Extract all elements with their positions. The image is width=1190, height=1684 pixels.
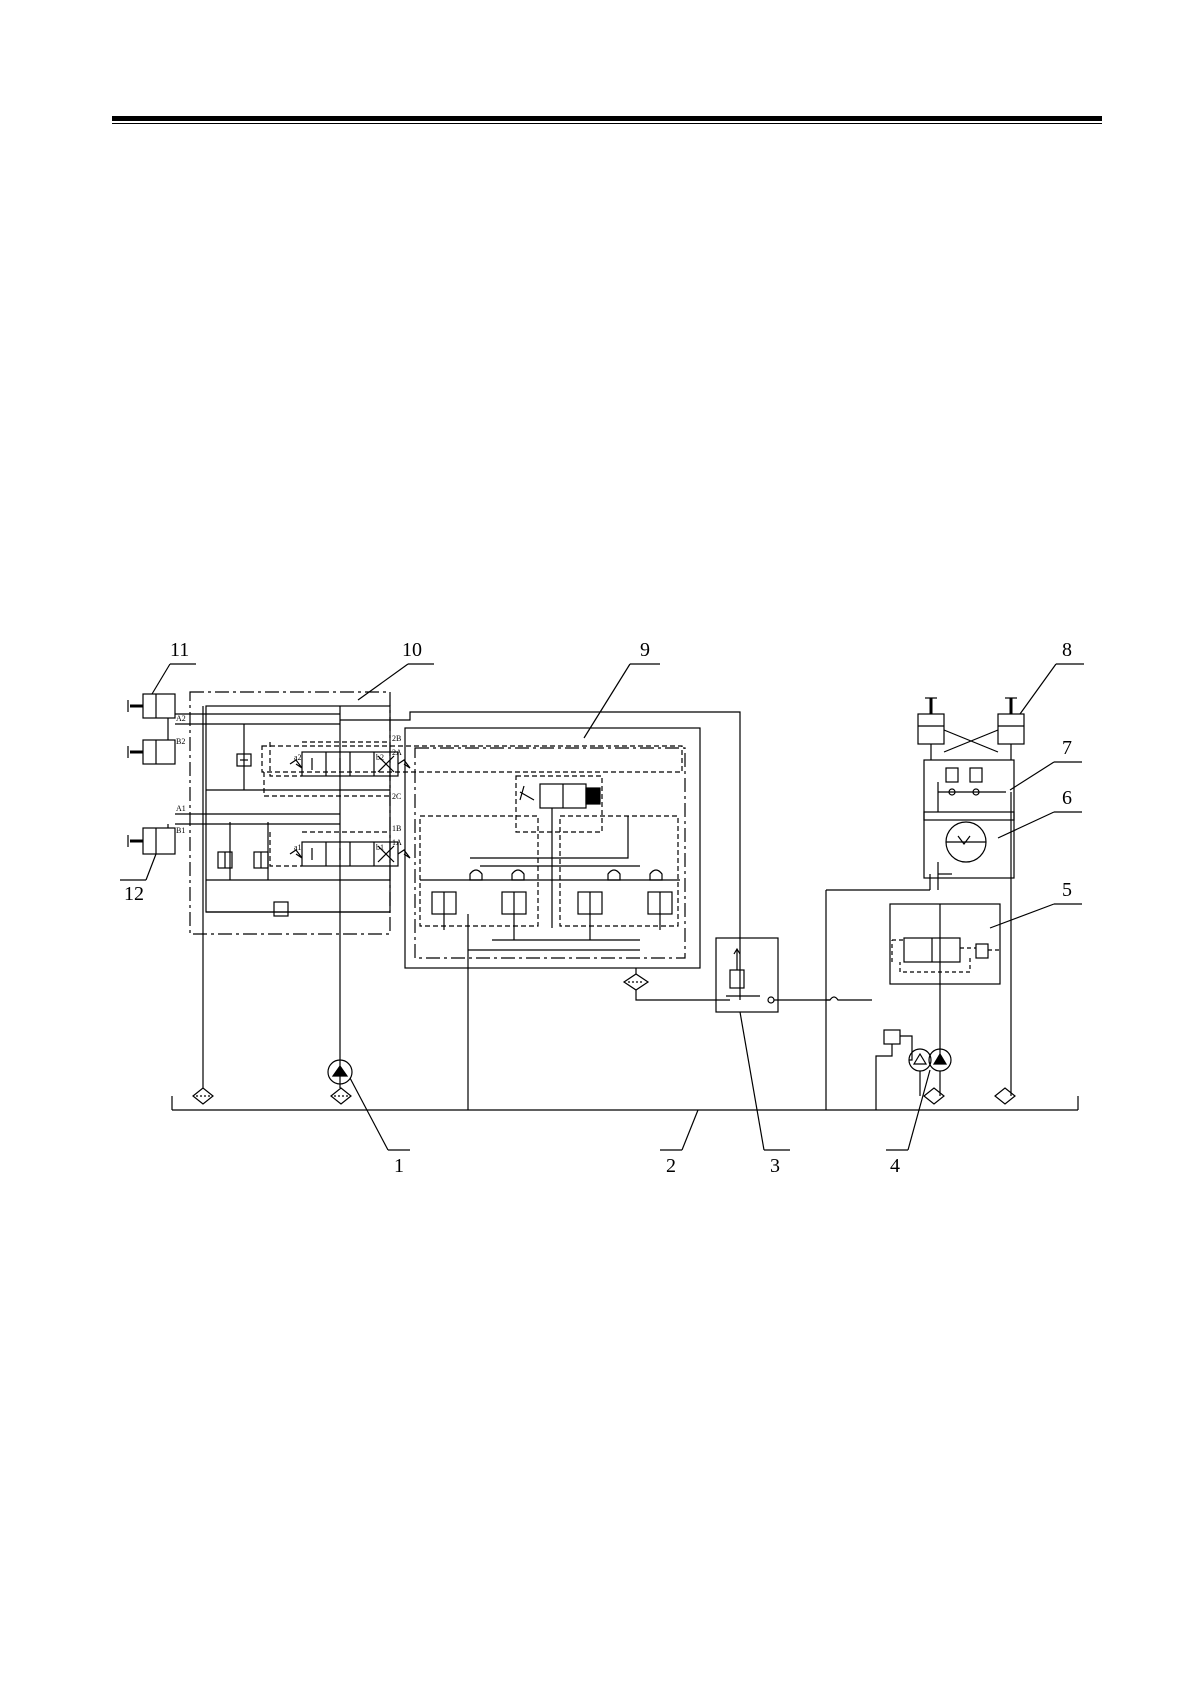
tank-filter: [193, 1088, 213, 1104]
port-b1: B1: [176, 826, 185, 835]
callout-5: 5: [1062, 879, 1072, 901]
cylinder-11-upper: [128, 694, 175, 718]
callout-12: 12: [124, 883, 144, 905]
multiway-valve-block-10: [190, 692, 410, 1060]
callout-11: 11: [170, 639, 189, 661]
relief-valve-7: [924, 760, 1014, 820]
port-2b: 2B: [392, 734, 401, 743]
callout-8: 8: [1062, 639, 1072, 661]
pilot-valve-block-9: [262, 728, 700, 1110]
cylinder-11-lower: [128, 740, 175, 764]
port-a1: A1: [176, 804, 186, 813]
cylinder-12: [128, 828, 175, 854]
pump-4: [909, 1049, 951, 1096]
brake-valve: [502, 892, 526, 914]
port-a2: A2: [176, 714, 186, 723]
steering-cylinder-8-left: [918, 698, 944, 744]
tank-line: [172, 1088, 1078, 1110]
callout-1: 1: [394, 1155, 404, 1177]
return-filter: [624, 968, 730, 1000]
callout-4: 4: [890, 1155, 900, 1177]
callout-10: 10: [402, 639, 422, 661]
brake-valve: [432, 892, 456, 914]
steering-cylinder-8-right: [998, 698, 1024, 744]
port-labels: A2 B2 A1 B1 2B 2A 2C 1B 1A a2 b2 a1 b1: [176, 714, 402, 852]
callout-9: 9: [640, 639, 650, 661]
brake-valve: [648, 892, 672, 914]
port-1b: 1B: [392, 824, 401, 833]
port-1a: 1A: [392, 838, 402, 847]
tank-filter: [924, 1088, 944, 1104]
port-b2-valve: b2: [376, 753, 384, 762]
brake-valve: [578, 892, 602, 914]
port-2a: 2A: [392, 748, 402, 757]
port-a1-valve: a1: [294, 843, 302, 852]
relief-valve-pump-4: [876, 1030, 912, 1110]
callout-7: 7: [1062, 737, 1072, 759]
port-a2-valve: a2: [294, 753, 302, 762]
port-2c: 2C: [392, 792, 401, 801]
callout-3: 3: [770, 1155, 780, 1177]
callout-6: 6: [1062, 787, 1072, 809]
tank-filter: [995, 1088, 1015, 1104]
callout-labels: 11 10 9 8 7 6 5 12 1 2 3 4: [124, 639, 1072, 1177]
port-b2: B2: [176, 737, 185, 746]
callout-2: 2: [666, 1155, 676, 1177]
port-b1-valve: b1: [376, 843, 384, 852]
priority-valve-5: [890, 904, 1000, 984]
pressure-valve-3: [716, 938, 830, 1012]
tank-filter: [331, 1088, 351, 1104]
